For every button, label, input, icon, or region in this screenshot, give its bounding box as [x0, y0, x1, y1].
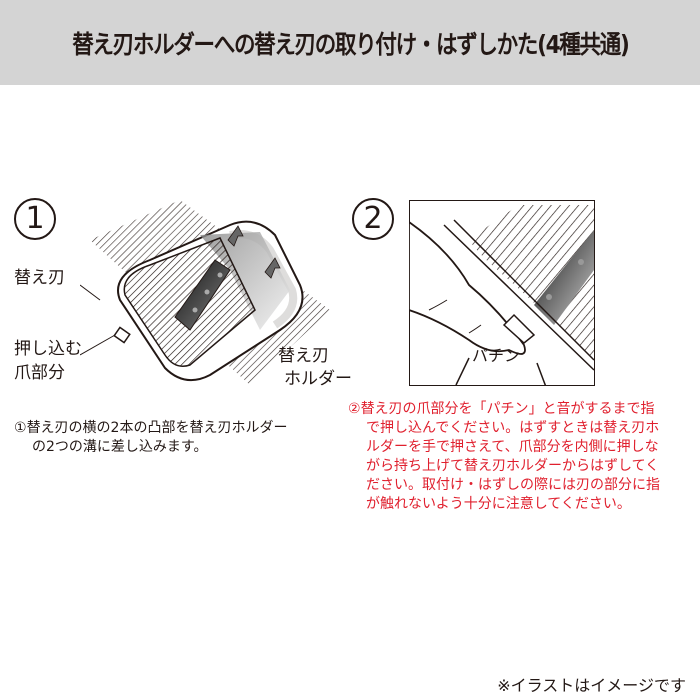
step-1-caption-line-2: の2つの溝に差し込みます。 — [32, 439, 208, 455]
step-1-caption: ①替え刃の横の2本の凸部を替え刃ホルダー の2つの溝に差し込みます。 — [14, 419, 287, 457]
label-holder-line2: ホルダー — [284, 369, 352, 389]
press-claw-illustration — [409, 200, 595, 386]
label-push-claw-line1: 押し込む — [14, 339, 82, 359]
step-1-marker: ① — [14, 420, 27, 436]
step-2-caption: ②替え刃の爪部分を「パチン」と音がするまで指 で押し込んでください。はずすときは… — [348, 400, 660, 514]
label-holder-line1: 替え刃 — [278, 346, 329, 366]
label-blade: 替え刃 — [14, 268, 65, 288]
label-push-claw-line2: 爪部分 — [14, 363, 65, 383]
step-2-caption-line-6: が触れないよう十分に注意してください。 — [366, 496, 631, 512]
step-2-caption-line-2: で押し込んでください。はずすときは替え刃ホ — [366, 420, 660, 436]
step-1-number-text: 1 — [25, 201, 45, 236]
page-header: 替え刃ホルダーへの替え刃の取り付け・はずしかた(4種共通) — [0, 0, 700, 85]
step-2-number-text: 2 — [363, 201, 383, 236]
page-title: 替え刃ホルダーへの替え刃の取り付け・はずしかた(4種共通) — [71, 29, 629, 59]
step-2-marker: ② — [348, 401, 361, 417]
step-2-caption-line-5: ださい。取付け・はずしの際には刃の部分に指 — [366, 477, 660, 493]
step-2-number: 2 — [352, 198, 394, 240]
caption-text: 替え刃の横の2本の凸部を替え刃ホルダー — [26, 420, 288, 436]
sound-label: パチン — [472, 346, 521, 365]
step-2-caption-line-3: ルダーを手で押さえて、爪部分を内側に押しな — [366, 439, 659, 455]
step-1-number: 1 — [14, 198, 56, 240]
blade-into-holder-illustration — [80, 200, 330, 385]
step-1-caption-line-1: ①替え刃の横の2本の凸部を替え刃ホルダー — [14, 419, 287, 438]
caption-text: 替え刃の爪部分を「パチン」と音がするまで指 — [360, 401, 655, 417]
illustration-disclaimer: ※イラストはイメージです — [497, 676, 686, 695]
step-2-caption-line-1: ②替え刃の爪部分を「パチン」と音がするまで指 — [348, 400, 660, 419]
step-2-caption-line-4: がら持ち上げて替え刃ホルダーからはずしてく — [366, 458, 660, 474]
